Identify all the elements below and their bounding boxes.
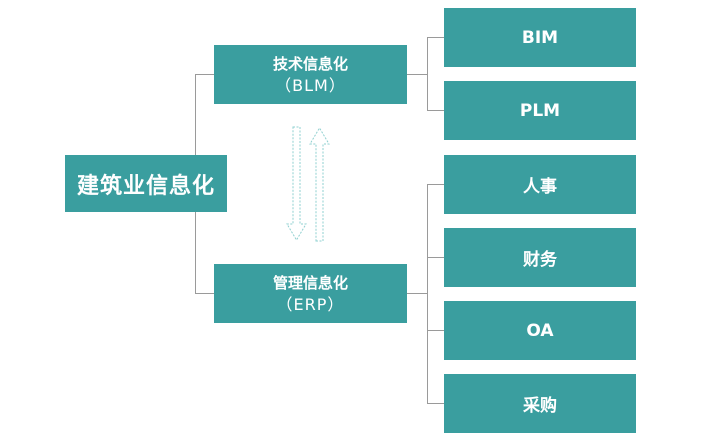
root-node-label: 建筑业信息化 — [76, 173, 215, 199]
connector-mgmt-stub — [407, 293, 427, 294]
leaf-oa: OA — [444, 301, 636, 360]
leaf-plm-label: PLM — [519, 100, 561, 121]
up-arrow-icon — [309, 127, 330, 242]
connector-root-to-mgmt — [195, 293, 214, 294]
leaf-plm: PLM — [444, 81, 636, 140]
leaf-bim-label: BIM — [521, 27, 559, 48]
leaf-renshi-label: 人事 — [523, 177, 557, 197]
bidirectional-arrows-icon — [286, 126, 330, 242]
leaf-caigou: 采购 — [444, 374, 636, 433]
tech-node-abbr: （BLM） — [275, 75, 346, 95]
mgmt-node-title: 管理信息化 — [272, 273, 348, 292]
leaf-oa-label: OA — [526, 320, 554, 341]
connector-mgmt-to-renshi — [427, 184, 444, 185]
down-arrow-icon — [286, 126, 307, 241]
tech-node-title: 技术信息化 — [272, 54, 348, 73]
management-informatization-node: 管理信息化 （ERP） — [214, 264, 407, 323]
connector-tech-to-bim — [427, 37, 444, 38]
mgmt-node-abbr: （ERP） — [276, 294, 345, 314]
leaf-caigou-label: 采购 — [523, 396, 557, 416]
connector-tech-to-plm — [427, 110, 444, 111]
connector-tech-trunk — [427, 37, 428, 111]
root-node: 建筑业信息化 — [65, 155, 227, 212]
connector-mgmt-to-oa — [427, 330, 444, 331]
leaf-caiwu-label: 财务 — [523, 250, 557, 270]
leaf-caiwu: 财务 — [444, 228, 636, 287]
connector-mgmt-to-caiwu — [427, 257, 444, 258]
leaf-renshi: 人事 — [444, 155, 636, 214]
connector-mgmt-trunk — [427, 184, 428, 404]
connector-root-to-tech — [195, 74, 214, 75]
connector-mgmt-to-caigou — [427, 403, 444, 404]
tech-informatization-node: 技术信息化 （BLM） — [214, 45, 407, 104]
connector-tech-stub — [407, 74, 427, 75]
leaf-bim: BIM — [444, 8, 636, 67]
